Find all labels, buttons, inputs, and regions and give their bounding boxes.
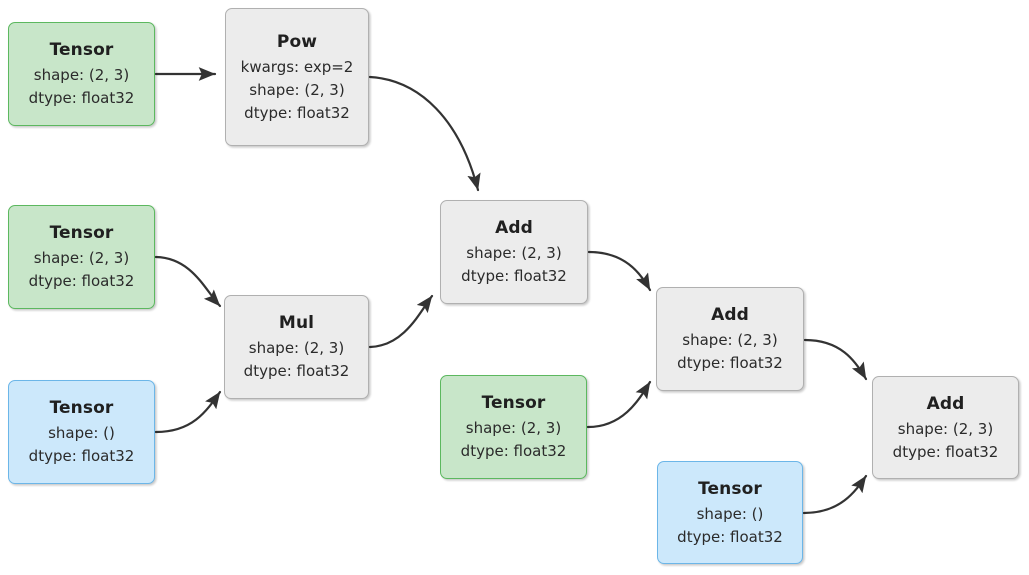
node-detail-line2: dtype: float32 <box>461 267 567 285</box>
edge-tensor_b-to-mul <box>154 255 222 308</box>
node-add1[interactable]: Add shape: (2, 3) dtype: float32 <box>440 200 588 304</box>
node-detail-line2: dtype: float32 <box>677 354 783 372</box>
node-detail-line1: kwargs: exp=2 <box>240 57 354 76</box>
node-add3[interactable]: Add shape: (2, 3) dtype: float32 <box>872 376 1019 479</box>
node-title: Mul <box>278 313 315 333</box>
node-detail-line1: shape: () <box>696 504 764 523</box>
node-title: Tensor <box>481 393 546 413</box>
node-detail-line2: dtype: float32 <box>28 89 135 107</box>
node-tensor_c[interactable]: Tensor shape: () dtype: float32 <box>8 380 155 484</box>
node-detail-line3: dtype: float32 <box>244 103 350 122</box>
node-detail-line1: shape: (2, 3) <box>466 244 562 262</box>
node-detail-line2: dtype: float32 <box>677 527 783 546</box>
node-detail-line1: shape: () <box>48 424 115 442</box>
edge-tensor_c-to-mul <box>154 390 222 434</box>
node-detail-line2: dtype: float32 <box>28 447 135 465</box>
edge-tensor_e-to-add3 <box>802 474 868 515</box>
node-tensor_e[interactable]: Tensor shape: () dtype: float32 <box>657 461 803 564</box>
node-title: Pow <box>276 31 318 52</box>
node-title: Tensor <box>49 40 114 60</box>
node-detail-line1: shape: (2, 3) <box>465 419 562 437</box>
node-tensor_b[interactable]: Tensor shape: (2, 3) dtype: float32 <box>8 205 155 309</box>
node-title: Tensor <box>49 223 114 243</box>
node-tensor_d[interactable]: Tensor shape: (2, 3) dtype: float32 <box>440 375 587 479</box>
edge-pow-to-add1 <box>368 75 481 192</box>
node-detail-line2: dtype: float32 <box>892 442 999 461</box>
node-add2[interactable]: Add shape: (2, 3) dtype: float32 <box>656 287 804 391</box>
node-title: Tensor <box>49 398 114 418</box>
node-detail-line1: shape: (2, 3) <box>33 66 130 84</box>
edge-add2-to-add3 <box>803 338 868 381</box>
node-pow[interactable]: Pow kwargs: exp=2 shape: (2, 3) dtype: floa… <box>225 8 369 146</box>
node-tensor_a[interactable]: Tensor shape: (2, 3) dtype: float32 <box>8 22 155 126</box>
edge-mul-to-add1 <box>368 294 434 349</box>
node-title: Add <box>495 218 533 238</box>
node-title: Add <box>711 305 749 325</box>
edge-tensor_d-to-add2 <box>586 380 652 429</box>
node-detail-line2: dtype: float32 <box>460 442 567 460</box>
node-detail-line1: shape: (2, 3) <box>248 339 345 357</box>
node-mul[interactable]: Mul shape: (2, 3) dtype: float32 <box>224 295 369 399</box>
node-detail-line2: shape: (2, 3) <box>249 80 345 99</box>
node-detail-line2: dtype: float32 <box>28 272 135 290</box>
node-detail-line1: shape: (2, 3) <box>33 249 130 267</box>
node-detail-line2: dtype: float32 <box>243 362 350 380</box>
node-title: Add <box>926 393 965 414</box>
node-title: Tensor <box>698 478 762 499</box>
node-detail-line1: shape: (2, 3) <box>682 331 778 349</box>
edge-add1-to-add2 <box>587 250 652 292</box>
node-detail-line1: shape: (2, 3) <box>897 419 994 438</box>
